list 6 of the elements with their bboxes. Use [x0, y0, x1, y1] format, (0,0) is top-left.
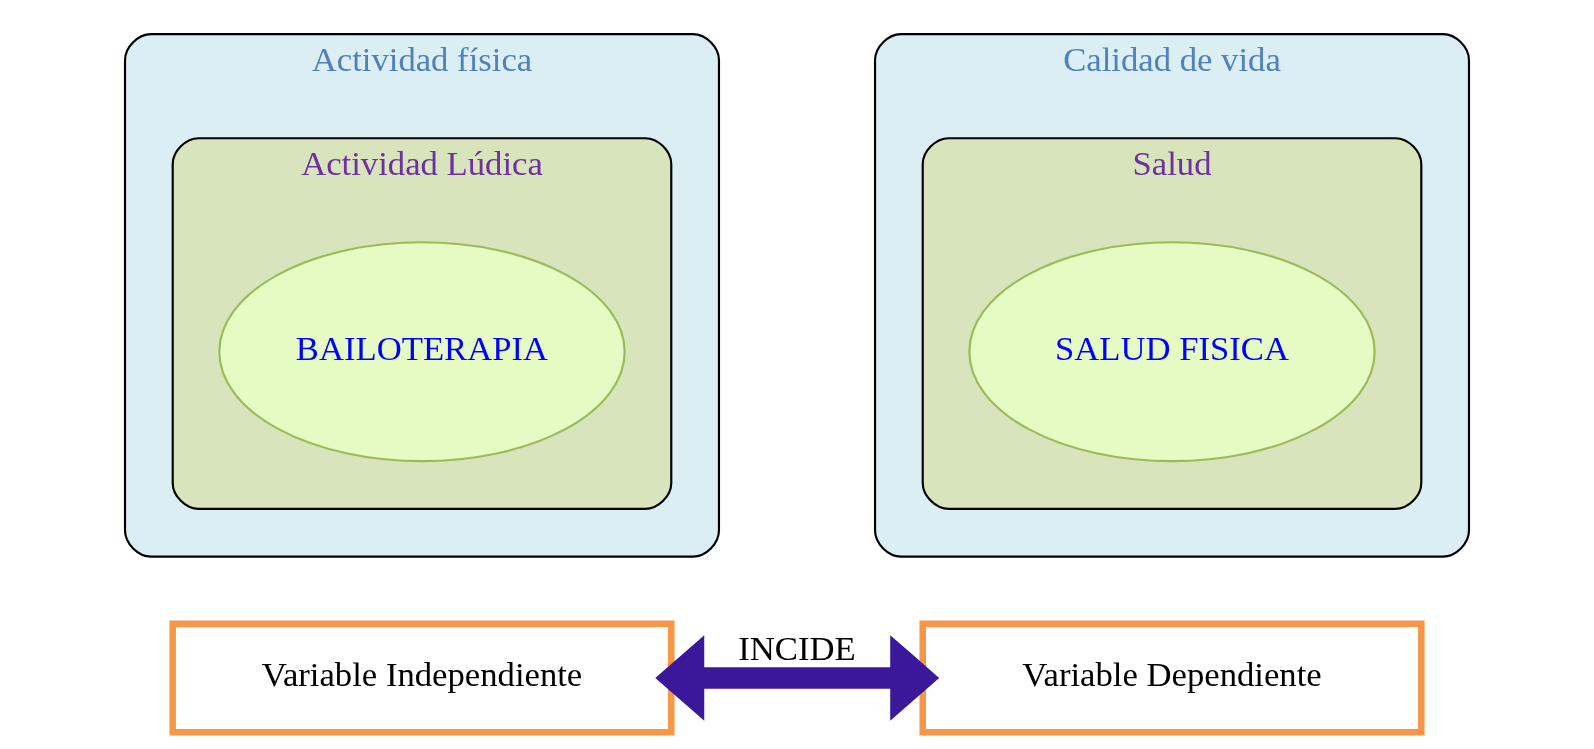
edge-label: INCIDE [738, 629, 856, 669]
node-box: Variable Independiente [169, 620, 675, 736]
arrow [655, 635, 940, 721]
node-ellipse: BAILOTERAPIA [218, 241, 626, 463]
node-ellipse: SALUD FISICA [968, 241, 1376, 463]
node-box: Variable Dependiente [919, 620, 1425, 736]
